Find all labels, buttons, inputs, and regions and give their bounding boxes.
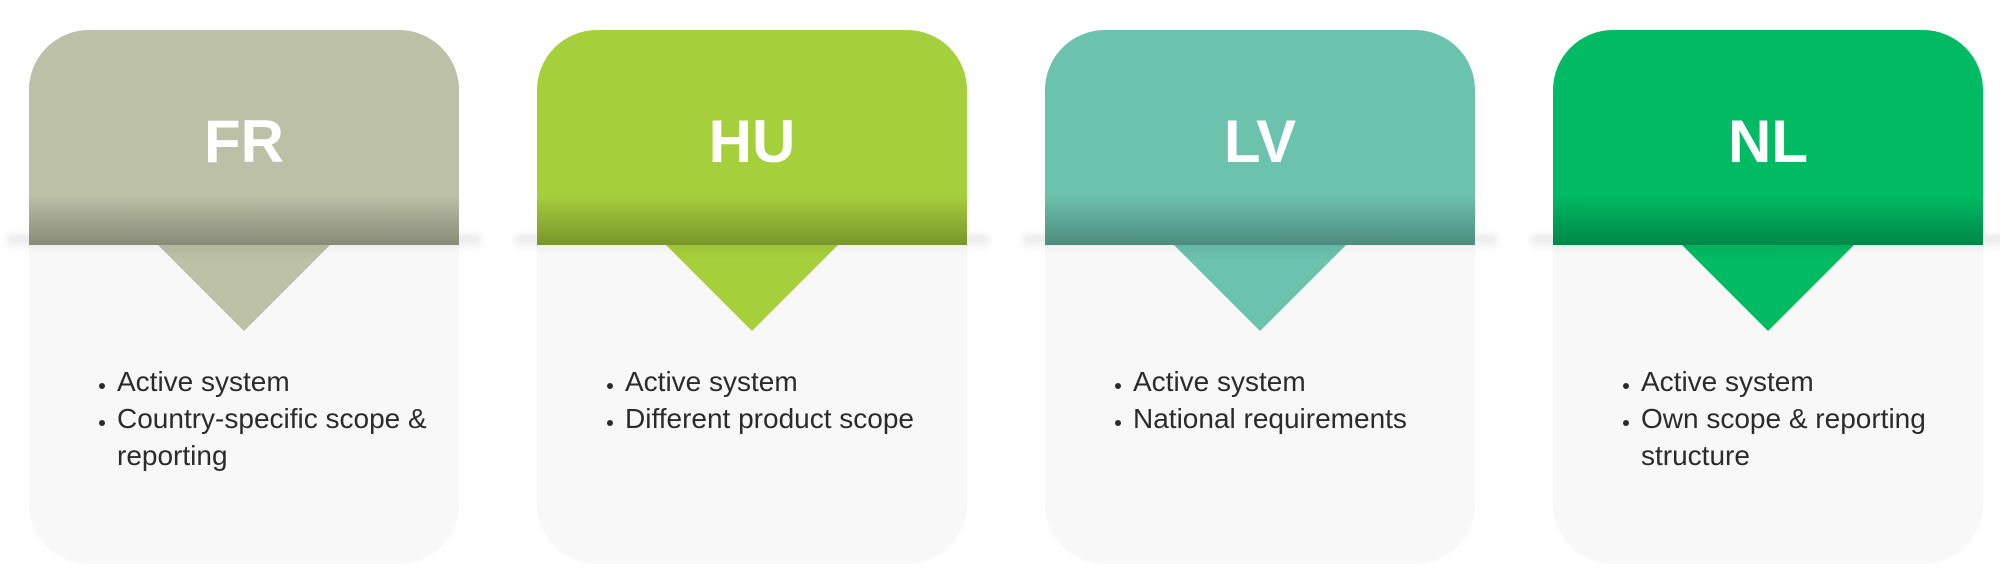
card-header: NL — [1553, 30, 1983, 245]
header-shade — [1045, 195, 1475, 245]
bullet-item: Active system — [117, 363, 477, 400]
header-shade — [29, 195, 459, 245]
header-shade — [537, 195, 967, 245]
bullet-list: Active system Country-specific scope & r… — [82, 363, 477, 474]
bullet-item: Active system — [625, 363, 985, 400]
card-header: FR — [29, 30, 459, 245]
card-title: HU — [708, 108, 796, 175]
bullet-list: Active system Own scope & reporting stru… — [1606, 363, 2000, 474]
card-hu: HU Active system Different product scope — [515, 30, 989, 564]
card-header: LV — [1045, 30, 1475, 245]
bullet-item: Own scope & reporting structure — [1641, 400, 2000, 474]
bullet-item: Different product scope — [625, 400, 985, 437]
card-header: HU — [537, 30, 967, 245]
bullet-item: National requirements — [1133, 400, 1493, 437]
bullet-item: Country-specific scope & reporting — [117, 400, 477, 474]
card-title: FR — [204, 108, 284, 175]
bullet-list: Active system National requirements — [1098, 363, 1493, 437]
bullet-item: Active system — [1641, 363, 2000, 400]
card-title: LV — [1223, 108, 1297, 175]
card-nl: NL Active system Own scope & reporting s… — [1531, 30, 2000, 564]
card-title: NL — [1728, 108, 1808, 175]
card-lv: LV Active system National requirements — [1023, 30, 1497, 564]
bullet-item: Active system — [1133, 363, 1493, 400]
bullet-list: Active system Different product scope — [590, 363, 985, 437]
header-shade — [1553, 195, 1983, 245]
card-fr: FR Active system Country-specific scope … — [7, 30, 481, 564]
